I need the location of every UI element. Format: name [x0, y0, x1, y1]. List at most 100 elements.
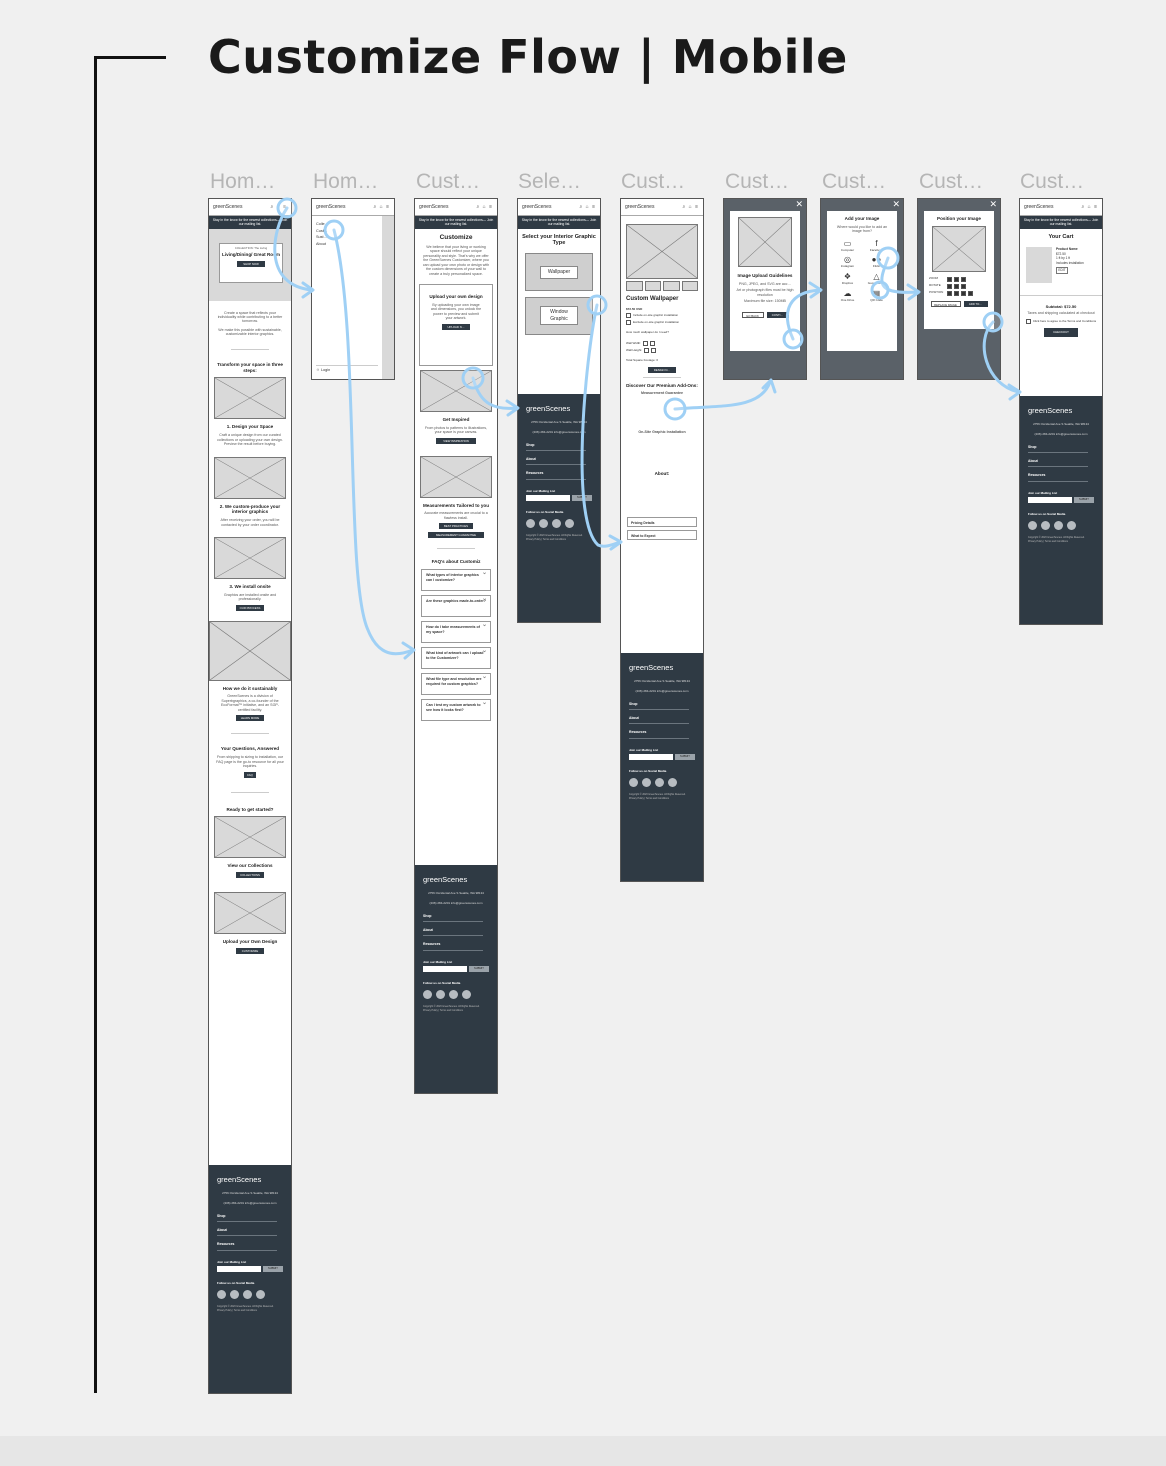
policy-links[interactable]: Privacy Policy | Terms and Conditions	[1028, 540, 1068, 544]
header-icons[interactable]: ⌕ ⌂ ≡	[1081, 203, 1098, 210]
submit-button[interactable]: SUBMIT	[1073, 497, 1094, 504]
faq-item[interactable]: What types of interior graphics can I cu…	[421, 569, 491, 592]
footer-link-resources[interactable]: Resources	[423, 940, 483, 951]
add-to-cart-button[interactable]: ADD TO…	[963, 300, 988, 307]
frame-label-cart[interactable]: Cust…	[1020, 170, 1085, 193]
pricing-details-dropdown[interactable]: Pricing Details	[627, 517, 697, 528]
frame-label-add-image[interactable]: Cust…	[822, 170, 887, 193]
frame-label-select[interactable]: Sele…	[518, 170, 582, 193]
best-practices-button[interactable]: BEST PRACTICES	[439, 523, 473, 530]
footer-logo[interactable]: greenScenes	[526, 404, 571, 413]
policy-links[interactable]: Privacy Policy | Terms and Conditions	[423, 1009, 463, 1013]
header-icons[interactable]: ⌕ ⌂ ≡	[373, 203, 390, 210]
footer-phone[interactable]: (206) 284-2201 info@greenscenes.com	[223, 1201, 277, 1206]
source-google-drive[interactable]: △Google Drive	[864, 272, 889, 286]
footer-link-resources[interactable]: Resources	[1028, 471, 1088, 482]
learn-more-button[interactable]: LEARN MORE	[236, 715, 264, 722]
logo[interactable]: greenScenes	[419, 203, 449, 210]
submit-button[interactable]: SUBMIT	[468, 966, 489, 973]
footer-phone[interactable]: (206) 284-2201 info@greenscenes.com	[1034, 432, 1088, 437]
submit-button[interactable]: SUBMIT	[674, 754, 695, 761]
menu-item-sustainability[interactable]: Sust…	[316, 235, 328, 240]
logo[interactable]: greenScenes	[625, 203, 655, 210]
submit-button[interactable]: SUBMIT	[262, 1266, 283, 1273]
source-instagram[interactable]: ◎Instagram	[835, 255, 860, 269]
footer-logo[interactable]: greenScenes	[423, 875, 468, 884]
go-back-button[interactable]: GO BACK	[741, 311, 764, 318]
footer-link-about[interactable]: About	[629, 714, 689, 725]
header-icons[interactable]: ⌕ ⌂ ≡	[476, 203, 493, 210]
design-now-button[interactable]: DESIGN N…	[648, 366, 676, 373]
footer-link-shop[interactable]: Shop	[423, 912, 483, 923]
submit-button[interactable]: SUBMIT	[571, 495, 592, 502]
customize-button[interactable]: CUSTOMIZE	[236, 947, 264, 954]
email-field[interactable]	[629, 754, 673, 761]
source-qr-code[interactable]: ▦QR Code	[864, 289, 889, 303]
frame-label-custom-wallpaper[interactable]: Cust…	[621, 170, 686, 193]
faq-item[interactable]: What file type and resolution are requir…	[421, 673, 491, 696]
frame-label-home[interactable]: Hom…	[210, 170, 276, 193]
footer-link-shop[interactable]: Shop	[1028, 443, 1088, 454]
upload-button[interactable]: UPLOAD N…	[442, 323, 470, 330]
wall-height-field[interactable]: Wall Height:	[621, 347, 703, 354]
continue-button[interactable]: CONTI…	[766, 311, 789, 318]
social-icons[interactable]	[217, 1290, 283, 1300]
mailing-banner[interactable]: Stay in the know for the newest collecti…	[209, 216, 291, 229]
exclude-install-option[interactable]: Exclude on-site graphic installation	[621, 319, 703, 326]
what-to-expect-dropdown[interactable]: What to Expect	[627, 530, 697, 541]
footer-phone[interactable]: (206) 284-2201 info@greenscenes.com	[532, 430, 586, 435]
edit-button[interactable]: EDIT	[1056, 267, 1068, 274]
view-inspiration-button[interactable]: VIEW INSPIRATION	[436, 437, 476, 444]
footer-link-about[interactable]: About	[526, 455, 586, 466]
social-icons[interactable]	[526, 519, 592, 529]
replace-image-button[interactable]: REPLACE IMAGE	[930, 300, 961, 307]
social-icons[interactable]	[629, 778, 695, 788]
faq-item[interactable]: What kind of artwork can I upload to the…	[421, 647, 491, 670]
email-field[interactable]	[526, 495, 570, 502]
frame-label-position[interactable]: Cust…	[919, 170, 984, 193]
footer-link-about[interactable]: About	[423, 926, 483, 937]
menu-item-customize[interactable]: Cust…	[316, 228, 328, 233]
header-icons[interactable]: ⌕ ⌂ ≡	[270, 203, 287, 210]
login-link[interactable]: ☺ Login	[316, 365, 378, 373]
footer-phone[interactable]: (206) 284-2201 info@greenscenes.com	[635, 689, 689, 694]
email-field[interactable]	[217, 1266, 261, 1273]
close-icon[interactable]: ✕	[795, 199, 803, 209]
footer-logo[interactable]: greenScenes	[629, 663, 674, 672]
frame-label-guidelines[interactable]: Cust…	[725, 170, 790, 193]
footer-link-shop[interactable]: Shop	[526, 441, 586, 452]
footer-logo[interactable]: greenScenes	[1028, 406, 1073, 415]
footer-link-resources[interactable]: Resources	[217, 1240, 277, 1251]
source-computer[interactable]: ▭Computer	[835, 239, 860, 253]
rotate-controls[interactable]: ROTATE	[924, 283, 994, 290]
faq-item[interactable]: How do I take measurements of my space?	[421, 621, 491, 644]
position-preview[interactable]	[932, 225, 986, 272]
social-icons[interactable]	[1028, 521, 1094, 531]
email-field[interactable]	[423, 966, 467, 973]
email-field[interactable]	[1028, 497, 1072, 504]
position-controls[interactable]: POSITION	[924, 290, 994, 297]
header-icons[interactable]: ⌕ ⌂ ≡	[579, 203, 596, 210]
faq-item[interactable]: Can I test my custom artwork to see how …	[421, 699, 491, 722]
menu-item-about[interactable]: About	[316, 242, 326, 247]
measurement-guarantee-button[interactable]: MEASUREMENT GUARANTEE	[428, 532, 484, 539]
footer-link-about[interactable]: About	[217, 1226, 277, 1237]
footer-link-shop[interactable]: Shop	[629, 700, 689, 711]
close-icon[interactable]: ✕	[989, 199, 997, 209]
zoom-controls[interactable]: ZOOM	[924, 276, 994, 283]
frame-label-home-menu[interactable]: Hom…	[313, 170, 379, 193]
footer-link-shop[interactable]: Shop	[217, 1212, 277, 1223]
header-icons[interactable]: ⌕ ⌂ ≡	[682, 203, 699, 210]
collections-button[interactable]: COLLECTIONS	[236, 872, 264, 879]
terms-checkbox[interactable]: Click here to agree to the Terms and Con…	[1020, 318, 1102, 325]
mailing-banner[interactable]: Stay in the know for the newest collecti…	[415, 216, 497, 229]
source-flickr[interactable]: ●●Flickr	[864, 255, 889, 269]
product-thumbnails[interactable]	[626, 281, 698, 291]
faq-button[interactable]: FAQ	[244, 771, 256, 778]
window-graphic-option[interactable]: Window Graphic	[525, 297, 593, 336]
menu-item-collections[interactable]: Colle…	[316, 222, 329, 226]
footer-link-resources[interactable]: Resources	[629, 728, 689, 739]
footer-logo[interactable]: greenScenes	[217, 1175, 262, 1184]
how-much-link[interactable]: How much wallpaper do I need?	[626, 330, 669, 335]
frame-label-customize[interactable]: Cust…	[416, 170, 481, 193]
